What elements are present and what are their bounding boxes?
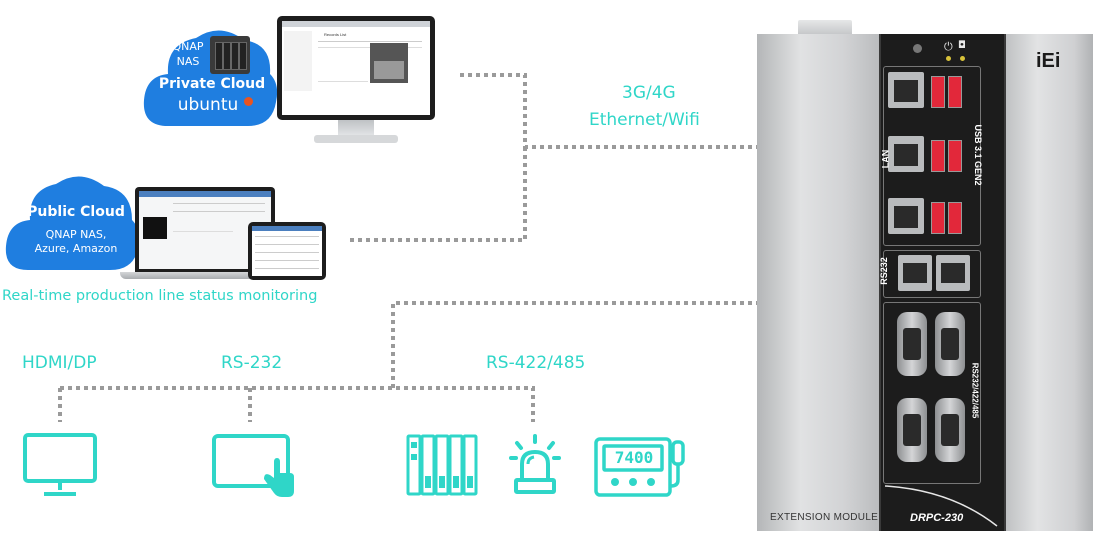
private-cloud-sub: NAS	[176, 55, 200, 68]
lan-port-2	[888, 136, 924, 172]
tablet-icon	[248, 222, 326, 280]
port-label-rs232: RS-232	[221, 353, 283, 373]
storage-icon: ◘	[958, 40, 966, 51]
public-cloud-shape	[5, 176, 140, 270]
serial-db9-block	[883, 302, 981, 484]
usb-port-3a	[931, 202, 945, 234]
port-label-hdmi: HDMI/DP	[22, 353, 97, 373]
rs232-port-1	[898, 255, 932, 291]
panel-swoosh	[884, 485, 998, 527]
lan-label: LAN	[880, 149, 891, 169]
monitoring-caption: Real-time production line status monitor…	[2, 288, 318, 304]
meter-display-value: 7400	[614, 448, 654, 467]
usb-port-1b	[948, 76, 962, 108]
device-brand-logo: iEi	[1036, 50, 1061, 72]
db9-port-2	[935, 312, 965, 376]
laptop-base	[120, 272, 290, 279]
rs232-port-2	[936, 255, 970, 291]
monitor-screen-title: Records List	[324, 32, 347, 37]
rs232-label: RS232	[878, 257, 889, 285]
lan-usb-block	[883, 66, 981, 246]
plc-module-icon	[406, 434, 478, 496]
device-model-label: DRPC-230	[910, 512, 964, 524]
rs232-block	[883, 250, 981, 298]
private-cloud-brand: QNAP	[172, 40, 204, 53]
din-rail-clip	[798, 20, 852, 38]
private-cloud-title: Private Cloud	[158, 76, 266, 92]
public-cloud-line2: Azure, Amazon	[34, 242, 118, 255]
meter-icon	[594, 437, 685, 497]
touch-tablet-icon	[212, 434, 294, 497]
db9-port-3	[897, 398, 927, 462]
storage-led	[960, 56, 965, 61]
desktop-monitor-icon: Records List	[277, 16, 435, 120]
alarm-light-icon	[509, 434, 561, 494]
usb-port-2a	[931, 140, 945, 172]
port-label-rs422: RS-422/485	[486, 353, 586, 373]
device-chassis-right	[1000, 34, 1093, 531]
lan-port-1	[888, 72, 924, 108]
ubuntu-circle-icon	[244, 97, 253, 106]
connection-wired-label: Ethernet/Wifi	[589, 110, 700, 130]
desktop-monitor-base	[314, 135, 398, 143]
usb-port-3b	[948, 202, 962, 234]
connection-wireless-label: 3G/4G	[622, 83, 676, 103]
nas-device-icon	[210, 36, 250, 74]
display-icon	[23, 433, 97, 496]
usb-port-2b	[948, 140, 962, 172]
power-icon: ⏻	[944, 40, 953, 53]
panel-screw	[913, 44, 922, 53]
desktop-monitor-stand	[338, 120, 374, 136]
public-cloud-line1: QNAP NAS,	[45, 228, 107, 241]
usb-label: USB 3.1 GEN2	[973, 124, 983, 186]
rs232-422-485-label: RS232/422/485	[970, 362, 980, 419]
power-led	[946, 56, 951, 61]
device-chassis-left	[757, 34, 881, 531]
usb-port-1a	[931, 76, 945, 108]
lan-port-3	[888, 198, 924, 234]
extension-module-label: EXTENSION MODULE	[770, 512, 879, 523]
public-cloud-title: Public Cloud	[27, 204, 125, 220]
db9-port-4	[935, 398, 965, 462]
db9-port-1	[897, 312, 927, 376]
ubuntu-logo: ubuntu	[177, 95, 239, 115]
